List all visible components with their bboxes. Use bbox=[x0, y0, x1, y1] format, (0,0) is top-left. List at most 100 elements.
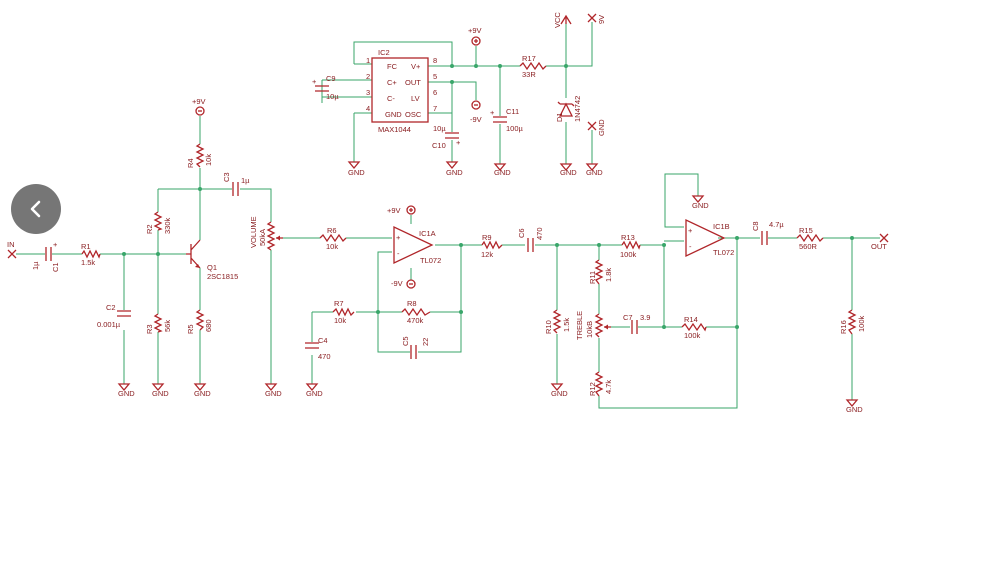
svg-text:OSC: OSC bbox=[405, 110, 422, 119]
svg-text:100k: 100k bbox=[620, 250, 637, 259]
svg-text:GND: GND bbox=[551, 389, 568, 398]
svg-text:C+: C+ bbox=[387, 78, 397, 87]
resistor-r10: R10 1.5k bbox=[544, 309, 571, 334]
svg-text:330k: 330k bbox=[163, 217, 172, 234]
svg-text:GND: GND bbox=[152, 389, 169, 398]
capacitor-c5: C5 22 bbox=[401, 336, 430, 359]
svg-text:GND: GND bbox=[560, 168, 577, 177]
svg-text:GND: GND bbox=[348, 168, 365, 177]
svg-text:-9V: -9V bbox=[391, 279, 403, 288]
capacitor-c6: C6 470 bbox=[517, 227, 544, 252]
back-button[interactable] bbox=[11, 184, 61, 234]
svg-text:R4: R4 bbox=[186, 158, 195, 168]
svg-text:10k: 10k bbox=[334, 316, 346, 325]
svg-text:+: + bbox=[312, 77, 317, 86]
capacitor-c8: C8 4.7µ bbox=[751, 220, 784, 245]
svg-text:5: 5 bbox=[433, 72, 437, 81]
svg-text:R2: R2 bbox=[145, 224, 154, 234]
svg-text:10µ: 10µ bbox=[433, 124, 446, 133]
resistor-r8: R8 470k bbox=[401, 299, 431, 325]
svg-text:680: 680 bbox=[204, 319, 213, 332]
svg-text:4.7µ: 4.7µ bbox=[769, 220, 784, 229]
svg-text:C11: C11 bbox=[506, 107, 519, 116]
svg-text:22: 22 bbox=[421, 338, 430, 346]
svg-text:470: 470 bbox=[318, 352, 331, 361]
supply-plus9v-q1: +9V bbox=[192, 97, 206, 116]
svg-text:4.7k: 4.7k bbox=[604, 380, 613, 394]
svg-text:12k: 12k bbox=[481, 250, 493, 259]
resistor-r13: R13 100k bbox=[620, 233, 641, 259]
svg-text:C-: C- bbox=[387, 94, 395, 103]
opamp-ic1b: + - IC1B TL072 bbox=[685, 218, 734, 258]
svg-text:10µ: 10µ bbox=[326, 92, 339, 101]
svg-text:2SC1815: 2SC1815 bbox=[207, 272, 238, 281]
svg-text:GND: GND bbox=[265, 389, 282, 398]
svg-text:D1: D1 bbox=[555, 112, 564, 122]
svg-text:560R: 560R bbox=[799, 242, 818, 251]
svg-text:+9V: +9V bbox=[468, 26, 482, 35]
svg-text:TL072: TL072 bbox=[420, 256, 441, 265]
zener-diode-d1: D1 1N4742 bbox=[555, 96, 582, 122]
svg-text:GND: GND bbox=[586, 168, 603, 177]
resistor-r6: R6 10k bbox=[319, 226, 347, 251]
svg-text:6: 6 bbox=[433, 88, 437, 97]
svg-text:1N4742: 1N4742 bbox=[573, 96, 582, 122]
supply-plus9v-ic1a: +9V bbox=[387, 205, 416, 215]
svg-text:+: + bbox=[396, 233, 401, 242]
svg-text:V+: V+ bbox=[411, 62, 421, 71]
capacitor-c2: C2 0.001µ bbox=[97, 303, 131, 329]
svg-text:TREBLE: TREBLE bbox=[575, 311, 584, 340]
svg-text:IC1B: IC1B bbox=[713, 222, 730, 231]
svg-text:VOLUME: VOLUME bbox=[249, 216, 258, 248]
svg-text:GND: GND bbox=[385, 110, 402, 119]
transistor-q1: Q1 2SC1815 bbox=[186, 239, 238, 281]
svg-text:9V: 9V bbox=[597, 15, 606, 24]
svg-text:OUT: OUT bbox=[405, 78, 421, 87]
svg-text:C3: C3 bbox=[222, 172, 231, 182]
chevron-left-icon bbox=[30, 200, 41, 218]
resistor-r15: R15 560R bbox=[796, 226, 824, 251]
resistor-r5: R5 680 bbox=[186, 309, 213, 334]
supply-9v-port: 9V bbox=[587, 13, 606, 24]
opamp-ic1a: + - IC1A TL072 bbox=[393, 225, 441, 265]
resistor-r16: R16 100k bbox=[839, 309, 866, 335]
svg-text:R17: R17 bbox=[522, 54, 536, 63]
svg-text:-9V: -9V bbox=[470, 115, 482, 124]
svg-text:R14: R14 bbox=[684, 315, 698, 324]
svg-text:56k: 56k bbox=[163, 320, 172, 332]
capacitor-c7: C7 3.9 bbox=[623, 313, 650, 334]
svg-text:R12: R12 bbox=[588, 382, 597, 396]
output-port-icon bbox=[879, 233, 889, 243]
svg-text:GND: GND bbox=[846, 405, 863, 414]
svg-text:C10: C10 bbox=[432, 141, 446, 150]
svg-text:R5: R5 bbox=[186, 324, 195, 334]
svg-text:1.8k: 1.8k bbox=[604, 268, 613, 282]
resistor-r2: R2 330k bbox=[145, 211, 172, 234]
svg-text:C6: C6 bbox=[517, 228, 526, 238]
svg-text:1.5k: 1.5k bbox=[562, 318, 571, 332]
svg-text:R7: R7 bbox=[334, 299, 344, 308]
chip-ic2: IC2 MAX1044 FC C+ C- GND V+ OUT LV OSC 1… bbox=[366, 48, 437, 134]
svg-text:+: + bbox=[688, 226, 693, 235]
svg-text:10k: 10k bbox=[326, 242, 338, 251]
svg-text:10k: 10k bbox=[204, 154, 213, 166]
output-port-label: OUT bbox=[871, 242, 887, 251]
svg-text:C2: C2 bbox=[106, 303, 116, 312]
supply-minus9v-ic2: -9V bbox=[470, 100, 482, 124]
svg-text:GND: GND bbox=[446, 168, 463, 177]
capacitor-c1: + 1µ C1 bbox=[31, 240, 60, 272]
wires bbox=[16, 20, 880, 409]
svg-text:+: + bbox=[53, 240, 58, 249]
svg-text:1µ: 1µ bbox=[241, 176, 250, 185]
resistor-r9: R9 12k bbox=[481, 233, 503, 259]
gnd-port: GND bbox=[587, 119, 606, 136]
resistor-r11: R11 1.8k bbox=[588, 259, 613, 285]
resistor-r14: R14 100k bbox=[681, 315, 707, 340]
svg-text:C4: C4 bbox=[318, 336, 328, 345]
svg-text:+9V: +9V bbox=[192, 97, 206, 106]
supply-plus9v-ic2: +9V bbox=[468, 26, 482, 46]
svg-text:R9: R9 bbox=[482, 233, 492, 242]
capacitor-c10: + 10µ C10 bbox=[432, 124, 461, 150]
svg-text:7: 7 bbox=[433, 104, 437, 113]
svg-text:-: - bbox=[689, 242, 692, 251]
